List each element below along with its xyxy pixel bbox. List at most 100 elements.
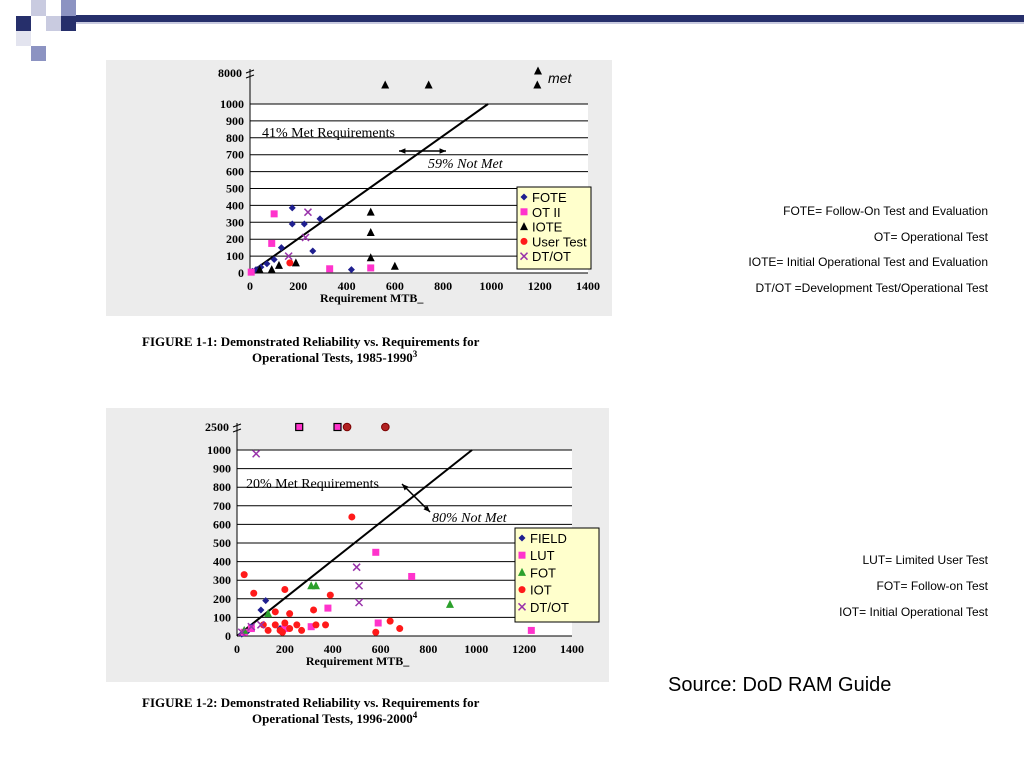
note-iot: IOT= Initial Operational Test	[839, 605, 988, 619]
data-point	[274, 260, 283, 269]
over-break-point	[381, 80, 390, 89]
requirement-line	[249, 103, 489, 274]
legend-marker	[520, 222, 528, 231]
x-tick-label: 1400	[576, 279, 600, 293]
data-point	[247, 268, 255, 276]
data-point	[310, 606, 318, 614]
note-lut: LUT= Limited User Test	[862, 553, 989, 567]
axis-break-mark	[245, 69, 255, 79]
x-tick-label: 600	[386, 279, 404, 293]
y-tick-label: 1000	[220, 97, 244, 111]
split-arrow	[401, 483, 431, 513]
x-tick-label: 400	[324, 642, 342, 656]
y-tick-label: 1000	[207, 443, 231, 457]
y-tick-label: 400	[226, 198, 244, 212]
y-tick-label: 200	[226, 232, 244, 246]
y-tick-label: 700	[226, 148, 244, 162]
x-tick-label: 1400	[560, 642, 584, 656]
data-point	[366, 253, 375, 262]
requirement-line	[236, 449, 473, 637]
data-point	[270, 210, 278, 218]
data-point	[286, 259, 294, 267]
data-point	[291, 258, 300, 267]
data-point	[277, 244, 285, 252]
data-point	[247, 625, 255, 633]
data-point	[267, 265, 276, 274]
legend-box	[516, 186, 592, 270]
legend-box	[514, 527, 600, 623]
not-met-label: 80% Not Met	[432, 511, 508, 526]
data-point	[347, 266, 355, 274]
y-break-label: 2500	[205, 420, 229, 434]
data-point	[303, 208, 312, 217]
caption-footnote: 3	[413, 349, 418, 359]
data-point	[386, 617, 394, 625]
corner-square-dark-1	[16, 16, 31, 31]
legend-marker	[518, 586, 526, 594]
x-tick-label: 1000	[479, 279, 503, 293]
legend-label: LUT	[530, 548, 555, 563]
corner-square-light-2	[46, 16, 61, 31]
arrow-head	[399, 148, 406, 154]
data-point	[309, 247, 317, 255]
data-point	[281, 625, 289, 633]
data-point	[264, 609, 273, 618]
figure-caption-line1: FIGURE 1-1: Demonstrated Reliability vs.…	[142, 334, 480, 349]
data-point	[390, 261, 399, 270]
x-tick-label: 1000	[464, 642, 488, 656]
y-tick-label: 800	[213, 480, 231, 494]
data-point	[355, 581, 364, 590]
corner-square-light-3	[16, 31, 31, 46]
data-point	[326, 591, 334, 599]
corner-square-dark-2	[61, 16, 76, 31]
not-met-label: 59% Not Met	[428, 157, 504, 172]
data-point	[286, 625, 294, 633]
title-bar-stripe-light	[76, 22, 1024, 24]
y-tick-label: 600	[213, 517, 231, 531]
corner-square-mid-1	[61, 0, 76, 16]
data-point	[237, 628, 246, 637]
data-point	[281, 586, 289, 593]
arrow-head	[423, 505, 430, 512]
data-point	[372, 628, 380, 636]
data-point	[367, 264, 375, 272]
corner-square-light-1	[31, 0, 46, 16]
x-axis-label: Requirement MTB_	[306, 654, 410, 668]
legend-label: User Test	[532, 234, 587, 249]
data-point	[247, 622, 256, 631]
legend-marker	[520, 208, 528, 216]
caption-footnote: 4	[413, 710, 418, 720]
title-bar-stripe	[76, 15, 1024, 22]
data-point	[263, 260, 271, 268]
corner-square-mid-2	[31, 46, 46, 61]
legend-marker	[519, 252, 529, 261]
source-text: Source: DoD RAM Guide	[668, 674, 892, 696]
legend-marker	[520, 193, 528, 201]
over-break-point	[342, 422, 352, 432]
data-point	[264, 626, 272, 634]
data-point	[250, 589, 258, 597]
data-point	[366, 207, 375, 216]
data-point	[293, 621, 301, 629]
data-point	[270, 255, 278, 263]
y-tick-label: 500	[213, 536, 231, 550]
data-point	[255, 265, 264, 274]
note-ot: OT= Operational Test	[873, 230, 988, 244]
y-break-label: 8000	[218, 66, 242, 80]
over-break-point	[295, 422, 304, 432]
legend-label: DT/OT	[532, 249, 571, 264]
y-tick-label: 600	[226, 165, 244, 179]
data-point	[374, 619, 382, 627]
data-point	[348, 513, 356, 521]
data-point	[366, 227, 375, 236]
legend-label: DT/OT	[530, 600, 569, 615]
data-point	[316, 215, 324, 223]
data-point	[372, 548, 380, 556]
x-tick-label: 0	[247, 279, 253, 293]
legend-label: IOTE	[532, 220, 563, 235]
y-tick-label: 100	[213, 610, 231, 624]
arrow-head	[402, 484, 409, 491]
legend-marker	[517, 602, 527, 611]
y-tick-label: 300	[226, 215, 244, 229]
